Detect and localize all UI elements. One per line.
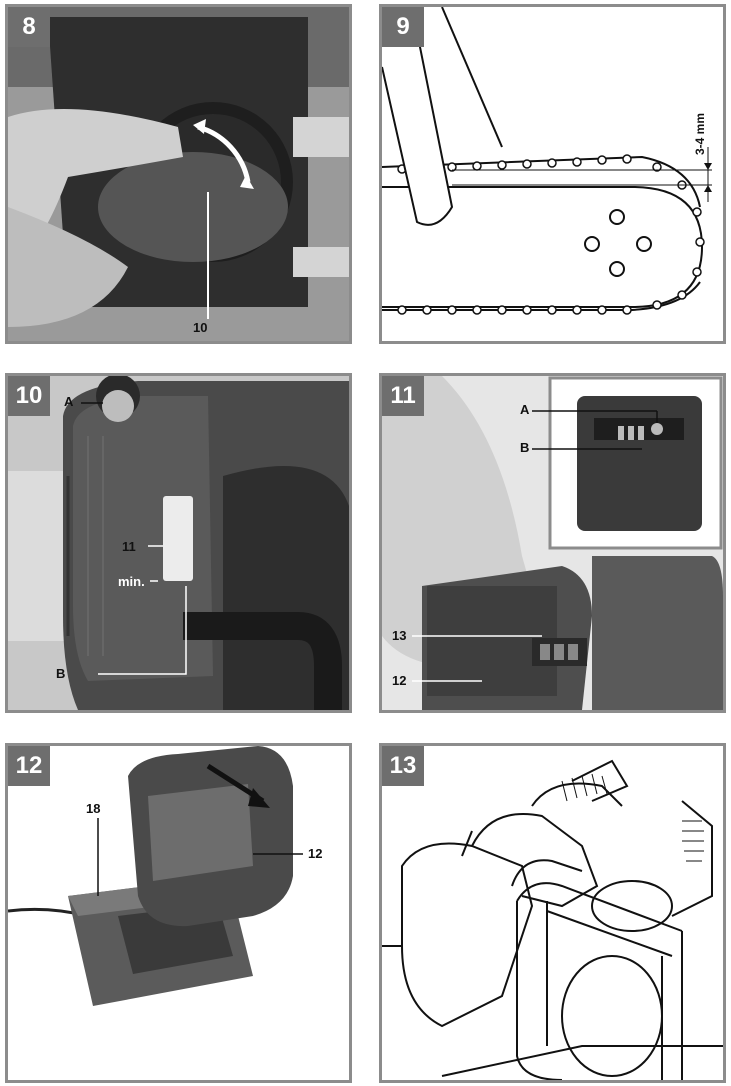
figure-9-drawing [382, 7, 723, 341]
figure-12-photo [8, 746, 349, 1080]
figure-13-drawing [382, 746, 723, 1080]
callout-10: 10 [193, 320, 208, 335]
figure-number-badge: 10 [8, 376, 50, 416]
figure-number-badge: 12 [8, 746, 50, 786]
callout-b: B [56, 666, 66, 681]
callout-a: A [64, 394, 74, 409]
figure-13-panel: 13 [379, 743, 726, 1083]
callout-18: 18 [86, 801, 101, 816]
callout-12: 12 [392, 673, 407, 688]
figure-12-panel: 12 18 12 [5, 743, 352, 1083]
callout-13: 13 [392, 628, 407, 643]
callout-a: A [520, 402, 530, 417]
figure-11-photo [382, 376, 723, 710]
figure-number-badge: 13 [382, 746, 424, 786]
figure-8-photo [8, 7, 349, 341]
figure-number-badge: 11 [382, 376, 424, 416]
gap-measure-label: 3-4 mm [693, 112, 707, 155]
callout-12: 12 [308, 846, 323, 861]
callout-min: min. [118, 574, 145, 589]
figure-number-badge: 8 [8, 7, 50, 47]
figure-9-panel: 9 3-4 mm [379, 4, 726, 344]
callout-11: 11 [122, 539, 136, 554]
figure-8-panel: 8 10 [5, 4, 352, 344]
callout-b: B [520, 440, 530, 455]
figure-11-panel: 11 A B 13 12 [379, 373, 726, 713]
figure-number-badge: 9 [382, 7, 424, 47]
figure-10-photo [8, 376, 349, 710]
figure-10-panel: 10 A 11 min. B [5, 373, 352, 713]
